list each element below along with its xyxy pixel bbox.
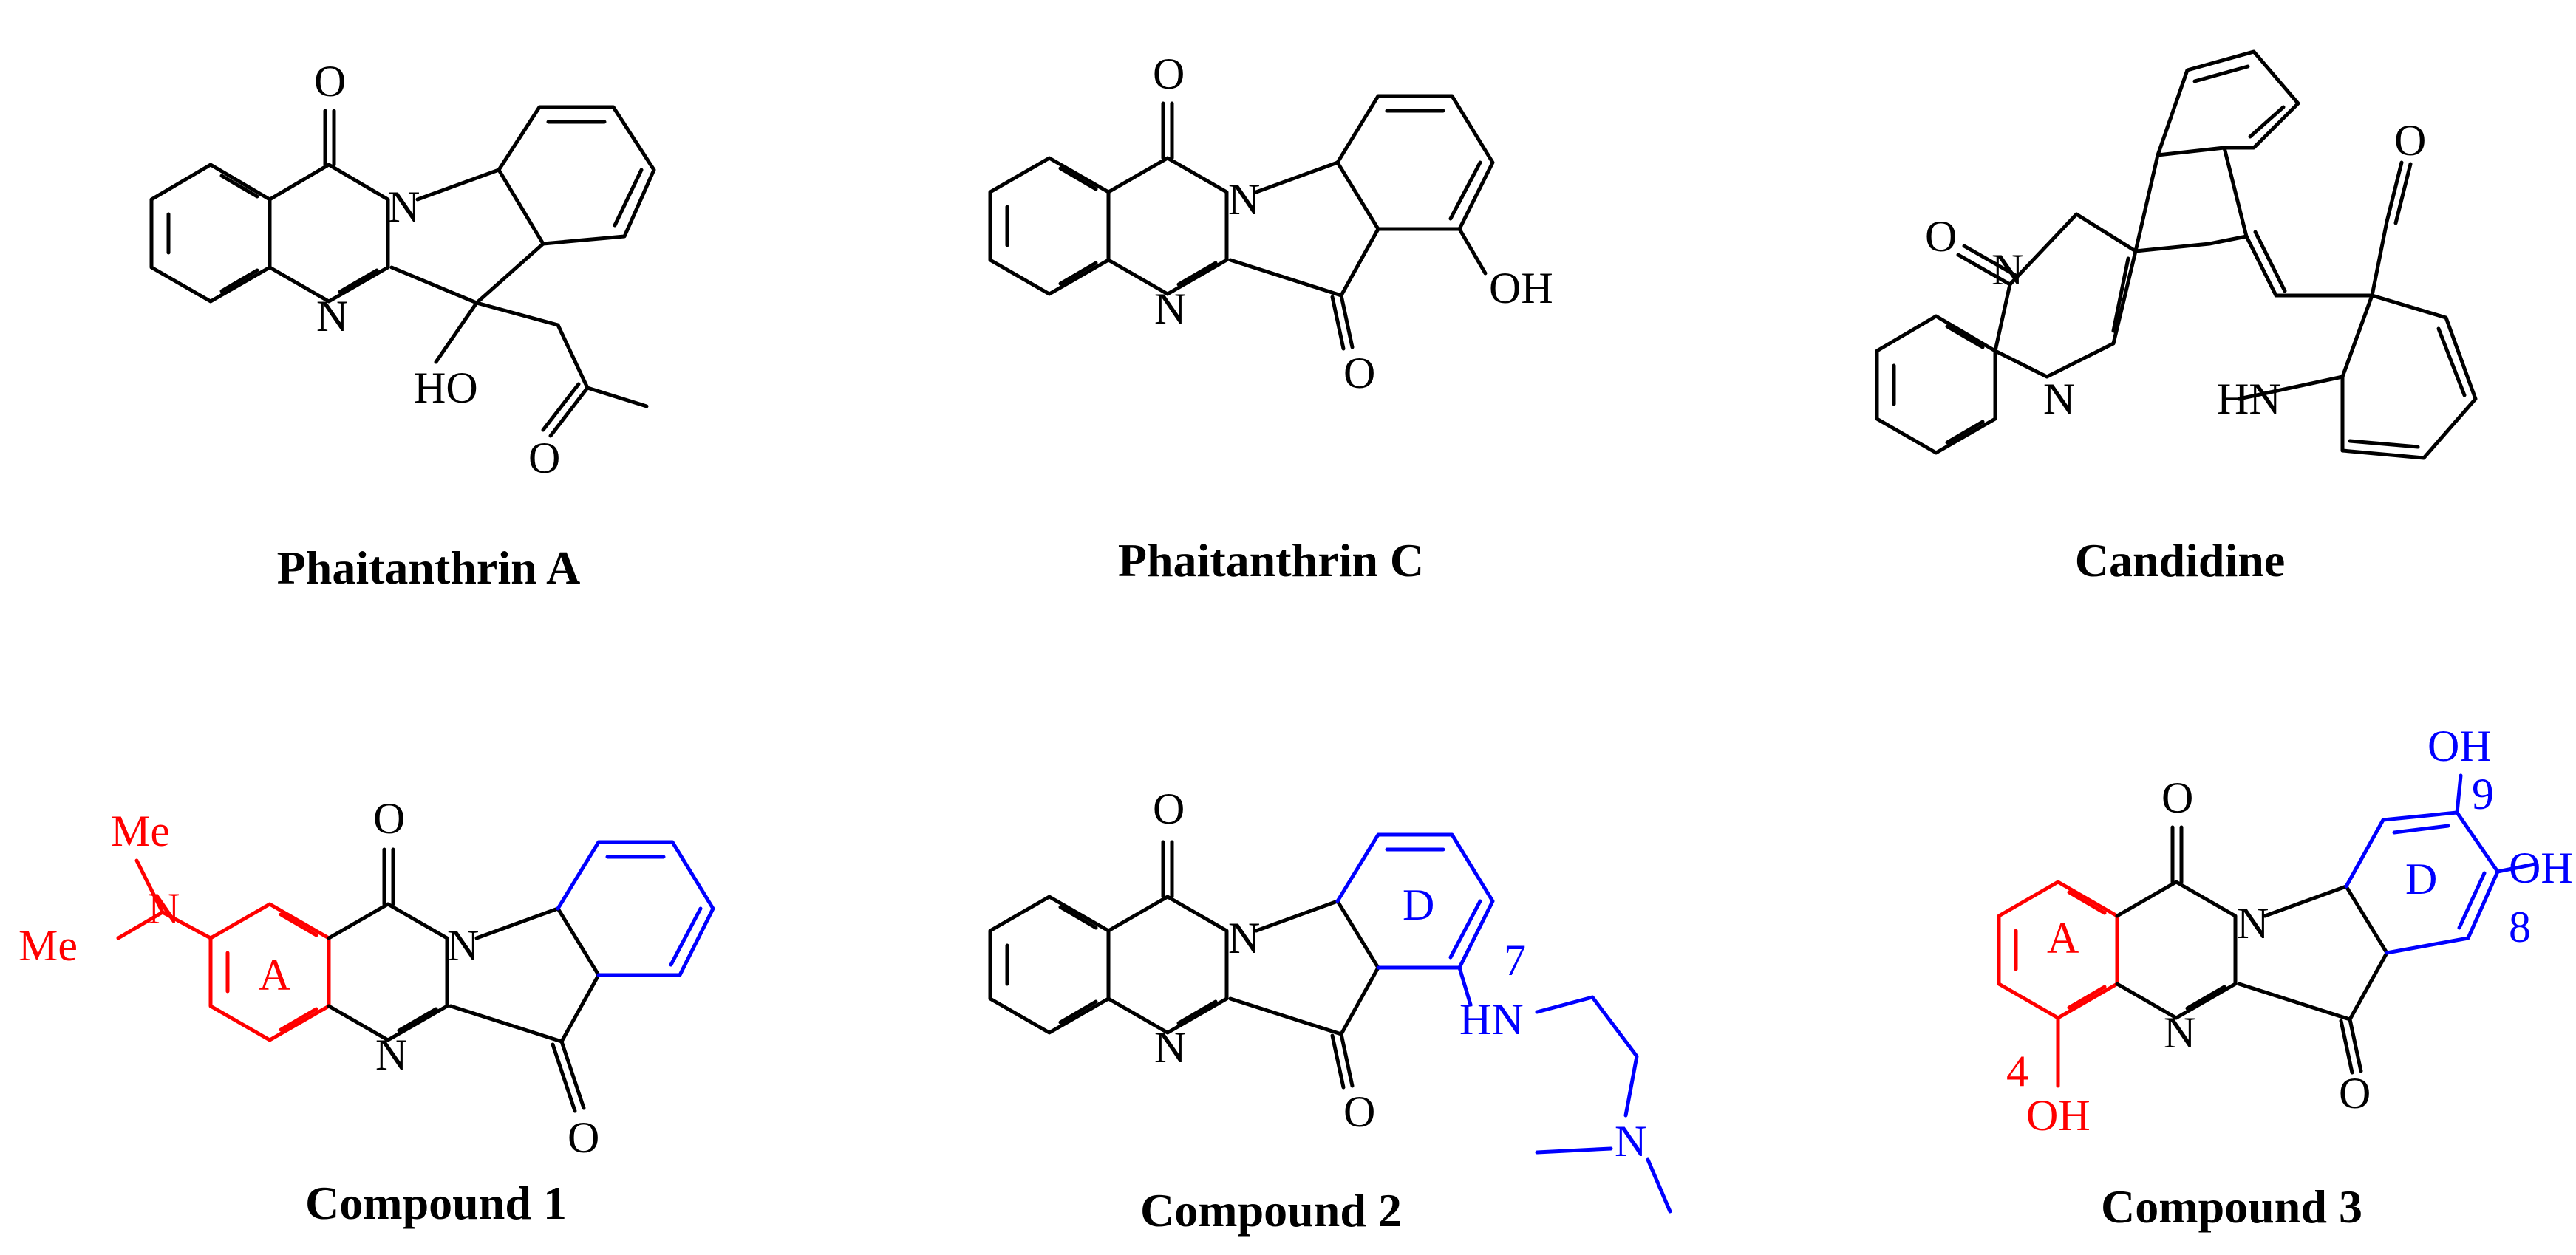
position-label-7: 7 xyxy=(1504,936,1526,985)
atom-o2: O xyxy=(2339,1069,2371,1118)
caption-phaitanthrin-a: Phaitanthrin A xyxy=(277,541,581,594)
atom-o1: O xyxy=(1925,212,1957,261)
atom-n3: N xyxy=(1615,1117,1646,1166)
atom-o2: O xyxy=(528,434,560,482)
caption-compound-2: Compound 2 xyxy=(1140,1184,1402,1237)
molecule-candidine: O N N O HN Candidine xyxy=(1875,49,2478,587)
atom-oh9: OH xyxy=(2427,722,2492,770)
atom-nme: N xyxy=(148,884,180,933)
molecule-phaitanthrin-c: O N N O OH Phaitanthrin C xyxy=(988,49,1553,587)
atom-oh: HO xyxy=(414,363,478,412)
ring-label-d: D xyxy=(1403,880,1434,929)
atom-oh4: OH xyxy=(2026,1091,2091,1140)
atom-n1: N xyxy=(1991,245,2023,294)
atom-n1: N xyxy=(2237,899,2269,948)
atom-o2: O xyxy=(568,1113,599,1162)
atom-hn: HN xyxy=(1459,995,1524,1044)
position-label-8: 8 xyxy=(2509,903,2531,951)
molecule-phaitanthrin-a: O N N HO O Phaitanthrin A xyxy=(149,57,656,594)
atom-n2: N xyxy=(2043,375,2075,423)
atom-n1: N xyxy=(388,182,420,231)
caption-phaitanthrin-c: Phaitanthrin C xyxy=(1118,534,1424,587)
atom-n1: N xyxy=(447,921,479,970)
atom-oh8: OH xyxy=(2509,844,2573,892)
atom-me1: Me xyxy=(111,807,170,855)
atom-n2: N xyxy=(1154,1023,1186,1072)
atom-n2: N xyxy=(375,1030,407,1079)
ring-label-a: A xyxy=(2047,914,2079,962)
atom-o2: O xyxy=(1343,349,1375,397)
atom-n1: N xyxy=(1228,914,1260,962)
molecule-compound-1: O N N O N Me Me A Compound 1 xyxy=(18,794,715,1229)
atom-n2: N xyxy=(1154,284,1186,333)
atom-o1: O xyxy=(314,57,346,106)
molecule-compound-2: O N N O HN N D 7 Compound 2 xyxy=(988,784,1672,1237)
ring-label-d: D xyxy=(2405,855,2437,903)
atom-o2: O xyxy=(2394,116,2426,165)
caption-compound-1: Compound 1 xyxy=(305,1177,567,1229)
atom-o2: O xyxy=(1343,1087,1375,1136)
atom-n2: N xyxy=(316,292,348,341)
ring-label-a: A xyxy=(259,951,290,999)
atom-n1: N xyxy=(1228,175,1260,224)
atom-me2: Me xyxy=(18,921,78,970)
atom-o1: O xyxy=(1153,784,1185,833)
caption-candidine: Candidine xyxy=(2075,534,2286,587)
atom-o1: O xyxy=(2161,773,2193,822)
position-label-9: 9 xyxy=(2472,770,2494,818)
atom-oh: OH xyxy=(1489,264,1553,312)
molecule-compound-3: O N N O OH OH OH A D 4 8 9 Compound 3 xyxy=(1997,722,2573,1233)
atom-o1: O xyxy=(1153,49,1185,98)
atom-nh: HN xyxy=(2217,375,2281,423)
atom-o1: O xyxy=(373,794,405,843)
position-label-4: 4 xyxy=(2006,1047,2028,1095)
caption-compound-3: Compound 3 xyxy=(2101,1180,2362,1233)
atom-n2: N xyxy=(2164,1008,2195,1057)
